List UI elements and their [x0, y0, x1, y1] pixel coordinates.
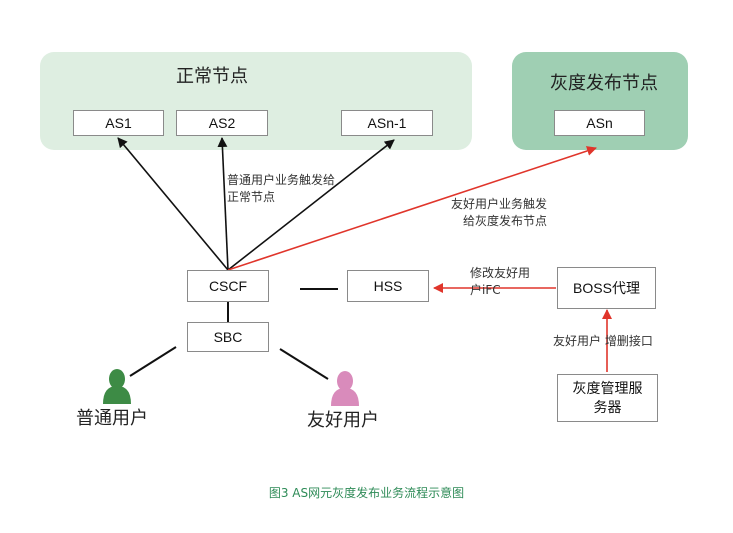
- node-asn: ASn: [554, 110, 645, 136]
- node-gray-management-server: 灰度管理服务器: [557, 374, 658, 422]
- node-as1: AS1: [73, 110, 164, 136]
- label-add-delete-interface: 友好用户 增删接口: [553, 334, 653, 348]
- arrow-cscf-to-asn: [227, 146, 597, 271]
- figure-caption: 图3 AS网元灰度发布业务流程示意图: [268, 486, 465, 500]
- arrow-cscf-to-asn1: [227, 139, 395, 271]
- label-modify-ifc: 修改友好用户iFC: [470, 266, 531, 297]
- friendly-user-icon: [331, 371, 359, 406]
- normal-user-icon: [103, 369, 131, 404]
- label-friendly-trigger: 友好用户业务触发给灰度发布节点: [450, 197, 547, 228]
- node-cscf: CSCF: [187, 270, 269, 302]
- normal-user-label: 普通用户: [76, 408, 148, 429]
- node-boss-proxy: BOSS代理: [557, 267, 656, 309]
- line-sbc-friendly-user: [279, 348, 329, 380]
- line-sbc-normal-user: [129, 346, 177, 377]
- node-hss: HSS: [347, 270, 429, 302]
- gray-region-title: 灰度发布节点: [550, 73, 658, 94]
- node-sbc: SBC: [187, 322, 269, 352]
- node-as2: AS2: [176, 110, 268, 136]
- node-asn-1: ASn-1: [341, 110, 433, 136]
- arrow-cscf-to-as1: [117, 137, 229, 271]
- normal-region-title: 正常节点: [176, 66, 248, 87]
- friendly-user-label: 友好用户: [307, 410, 379, 431]
- arrow-cscf-to-as2: [217, 137, 229, 271]
- label-normal-trigger: 普通用户业务触发给正常节点: [227, 173, 336, 204]
